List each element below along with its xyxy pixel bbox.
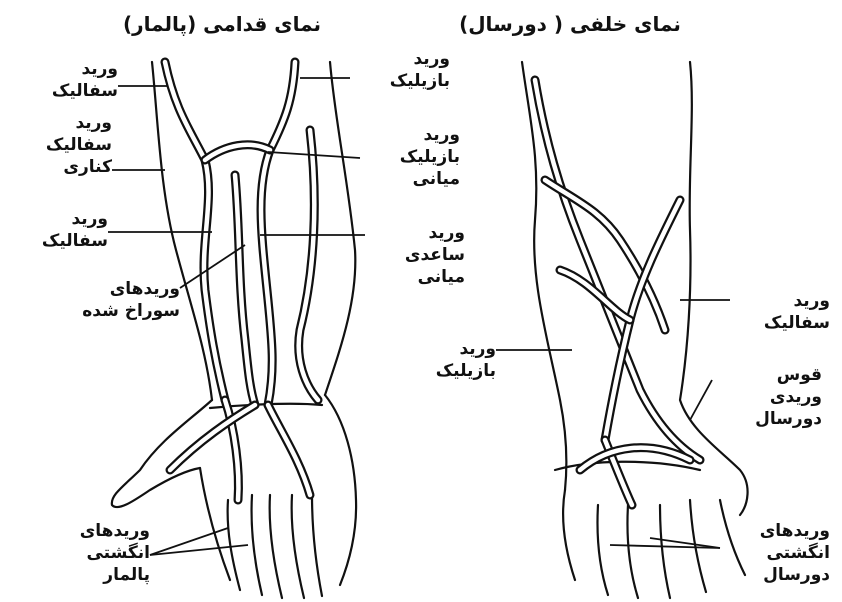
anterior-arm-drawing: [112, 62, 356, 598]
label-cephalic-vein-posterior: ورید سفالیک: [730, 290, 830, 334]
label-cephalic-vein-upper: ورید سفالیک: [10, 58, 118, 102]
label-perforating-veins: وریدهای سوراخ شده: [50, 278, 180, 322]
label-basilic-vein-posterior: ورید بازیلیک: [390, 338, 496, 382]
label-palmar-digital-veins: وریدهای انگشتی پالمار: [50, 520, 150, 586]
label-basilic-vein-upper: ورید بازیلیک: [350, 48, 450, 92]
label-dorsal-venous-arch: قوس وریدی دورسال: [712, 364, 822, 430]
label-median-basilic-vein: ورید بازیلیک میانی: [360, 124, 460, 190]
label-median-antebrachial-vein: ورید ساعدی میانی: [365, 222, 465, 288]
anterior-view-title: نمای قدامی (پالمار): [82, 12, 362, 36]
posterior-view-title: نمای خلفی ( دورسال): [440, 12, 700, 36]
label-dorsal-digital-veins: وریدهای انگشتی دورسال: [720, 520, 830, 586]
posterior-arm-drawing: [522, 62, 748, 598]
label-cephalic-vein-forearm: ورید سفالیک: [10, 208, 108, 252]
label-lateral-cephalic-vein: ورید سفالیک کناری: [10, 112, 112, 178]
